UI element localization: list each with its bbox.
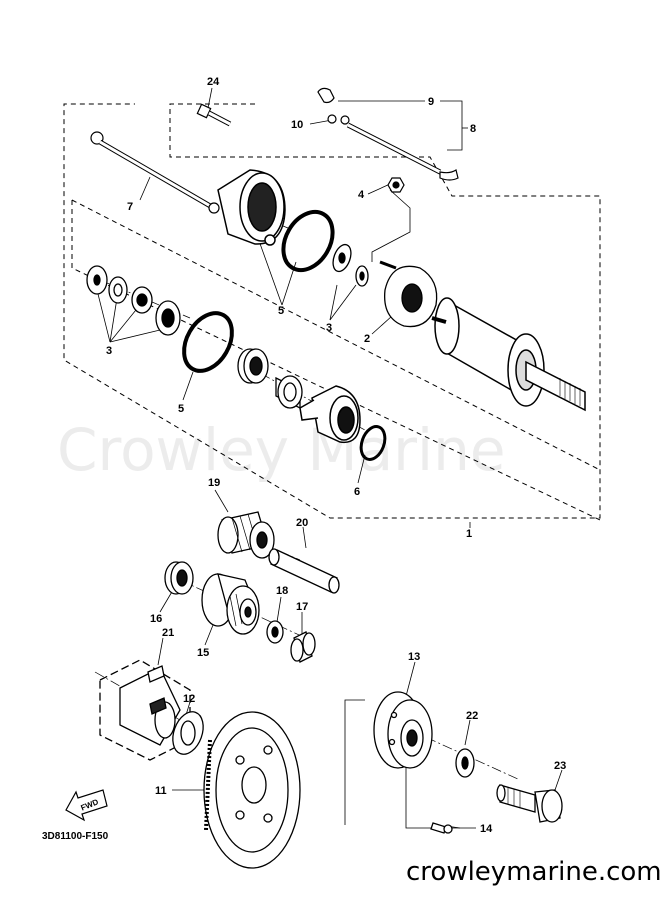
ref-label: 11 <box>155 785 167 797</box>
ring-gear-11 <box>203 711 301 869</box>
bearing-17 <box>290 631 316 663</box>
ref-label: 1 <box>466 528 472 540</box>
leader-lines <box>96 87 563 829</box>
washer-12 <box>172 711 204 755</box>
o-ring-5-lower <box>182 311 234 373</box>
bolt-23 <box>496 784 563 823</box>
ref-label: 5 <box>278 305 284 317</box>
washers-3-upper <box>332 243 369 287</box>
washers-3-lower <box>86 265 181 336</box>
ref-label: 23 <box>554 760 566 772</box>
bolt-24 <box>196 103 232 127</box>
ref-label: 24 <box>207 76 220 88</box>
idle-gear-15 <box>201 573 260 635</box>
ref-label: 6 <box>354 486 360 498</box>
lead-wire-8 <box>317 87 459 181</box>
brush-holder-2 <box>379 260 438 328</box>
ref-label: 9 <box>428 96 434 108</box>
bearing-bushing <box>237 348 303 410</box>
ref-label: 19 <box>208 477 220 489</box>
o-ring-5-upper <box>281 209 335 273</box>
armature-1 <box>431 297 586 412</box>
nut-4 <box>387 177 405 193</box>
diagram-code: 3D81100-F150 <box>42 831 109 842</box>
fwd-arrow-icon: FWD <box>65 789 108 822</box>
ref-label: 5 <box>178 403 184 415</box>
ref-label: 22 <box>466 710 478 722</box>
ref-label: 8 <box>470 123 476 135</box>
crankshaft-end <box>99 659 191 761</box>
screw-14 <box>430 822 453 834</box>
rear-cover <box>217 169 286 246</box>
washer-22 <box>455 748 475 778</box>
ref-label: 18 <box>276 585 288 597</box>
ref-label: 4 <box>358 189 365 201</box>
ref-label: 3 <box>326 322 332 334</box>
clutch-gear-19 <box>217 511 275 559</box>
ref-label: 12 <box>183 693 195 705</box>
ref-label: 20 <box>296 517 308 529</box>
reference-labels: 24 9 10 8 7 4 5 3 2 3 5 6 1 19 20 16 18 … <box>106 76 566 835</box>
front-cover <box>299 385 361 444</box>
assembly-outline <box>63 103 601 521</box>
ref-label: 7 <box>127 201 133 213</box>
shaft-20 <box>268 548 340 594</box>
bearing-16 <box>164 561 194 595</box>
ref-label: 3 <box>106 345 112 357</box>
ref-label: 15 <box>197 647 209 659</box>
ref-label: 10 <box>291 119 303 131</box>
ref-label: 21 <box>162 627 174 639</box>
one-way-clutch-13 <box>373 691 433 769</box>
watermark: Crowley Marine <box>57 416 506 484</box>
washer-18 <box>266 620 284 644</box>
o-ring-6 <box>359 425 387 461</box>
long-bolt-7 <box>90 131 220 214</box>
ref-label: 17 <box>296 601 308 613</box>
ref-label: 13 <box>408 651 420 663</box>
footer-url: crowleymarine.com <box>406 857 661 887</box>
ref-label: 16 <box>150 613 162 625</box>
ref-label: 2 <box>364 333 370 345</box>
ref-label: 14 <box>480 823 493 835</box>
